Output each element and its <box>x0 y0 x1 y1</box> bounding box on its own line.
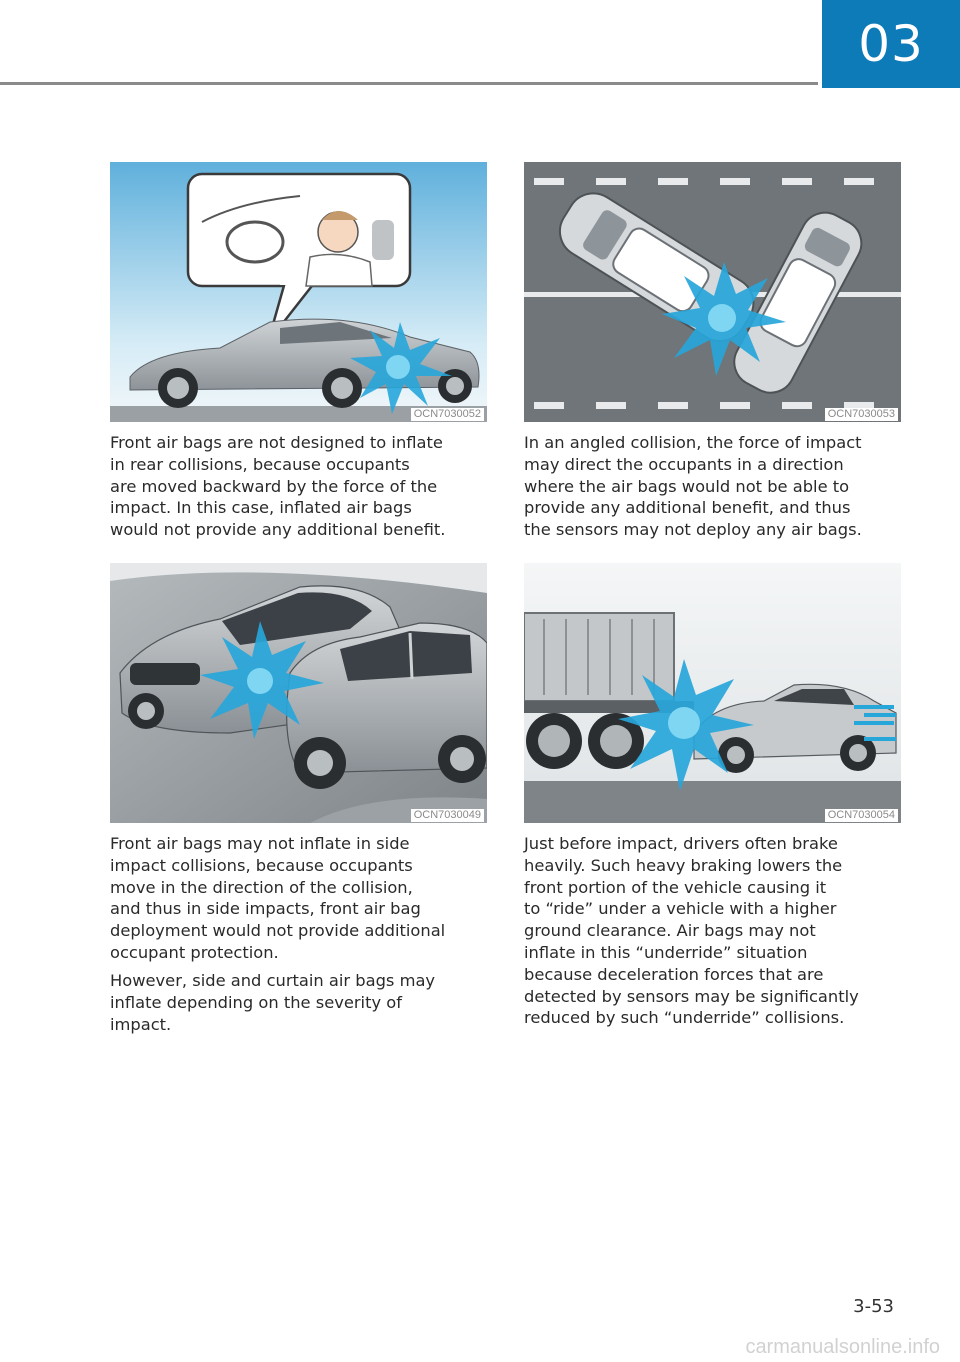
figure-angled-collision: OCN7030053 <box>524 162 901 422</box>
text-line: ground clearance. Air bags may not <box>524 921 816 941</box>
text-line: may direct the occupants in a direction <box>524 454 844 474</box>
text-line: where the air bags would not be able to <box>524 476 850 496</box>
text-line: because deceleration forces that are <box>524 964 824 984</box>
text-line: are moved backward by the force of the <box>110 476 438 496</box>
paragraph-underride-collision: Just before impact, drivers often brake … <box>524 833 904 1029</box>
text-line: impact. <box>110 1014 172 1034</box>
underride-collision-illustration-icon <box>524 563 901 823</box>
header-rule <box>0 82 818 85</box>
chapter-tab: 03 <box>822 0 960 88</box>
text-line: detected by sensors may be significantly <box>524 986 859 1006</box>
chapter-number: 03 <box>858 15 924 73</box>
text-line: deployment would not provide additional <box>110 921 446 941</box>
figure-code: OCN7030054 <box>824 809 898 822</box>
side-collision-illustration-icon <box>110 563 487 823</box>
paragraph-side-collision: Front air bags may not inflate in side i… <box>110 833 490 964</box>
text-line: the sensors may not deploy any air bags. <box>524 520 862 540</box>
figure-code: OCN7030053 <box>824 408 898 421</box>
text-line: Front air bags may not inflate in side <box>110 834 410 853</box>
text-line: to “ride” under a vehicle with a higher <box>524 899 837 919</box>
text-line: inflate depending on the severity of <box>110 992 402 1012</box>
page-number: 3-53 <box>853 1296 894 1317</box>
text-line: Front air bags are not designed to infla… <box>110 433 443 452</box>
text-line: heavily. Such heavy braking lowers the <box>524 855 843 875</box>
text-line: in rear collisions, because occupants <box>110 454 410 474</box>
text-line: reduced by such “underride” collisions. <box>524 1008 845 1028</box>
text-line: and thus in side impacts, front air bag <box>110 899 421 919</box>
paragraph-side-curtain-note: However, side and curtain air bags may i… <box>110 970 490 1035</box>
text-line: impact. In this case, inflated air bags <box>110 498 412 518</box>
watermark: carmanualsonline.info <box>745 1336 940 1358</box>
text-line: move in the direction of the collision, <box>110 877 413 897</box>
angled-collision-illustration-icon <box>524 162 901 422</box>
figure-code: OCN7030052 <box>410 408 484 421</box>
text-line: However, side and curtain air bags may <box>110 971 436 990</box>
figure-code: OCN7030049 <box>410 809 484 822</box>
text-line: provide any additional benefit, and thus <box>524 498 851 518</box>
figure-rear-collision: OCN7030052 <box>110 162 487 422</box>
text-line: impact collisions, because occupants <box>110 855 413 875</box>
figure-underride-collision: OCN7030054 <box>524 563 901 823</box>
paragraph-angled-collision: In an angled collision, the force of imp… <box>524 432 904 541</box>
text-line: In an angled collision, the force of imp… <box>524 433 862 452</box>
figure-side-collision: OCN7030049 <box>110 563 487 823</box>
text-line: front portion of the vehicle causing it <box>524 877 827 897</box>
text-line: would not provide any additional benefit… <box>110 520 446 540</box>
text-line: occupant protection. <box>110 942 279 962</box>
text-line: inflate in this “underride” situation <box>524 942 808 962</box>
text-line: Just before impact, drivers often brake <box>524 834 838 853</box>
rear-collision-illustration-icon <box>110 162 487 422</box>
paragraph-rear-collision: Front air bags are not designed to infla… <box>110 432 490 541</box>
